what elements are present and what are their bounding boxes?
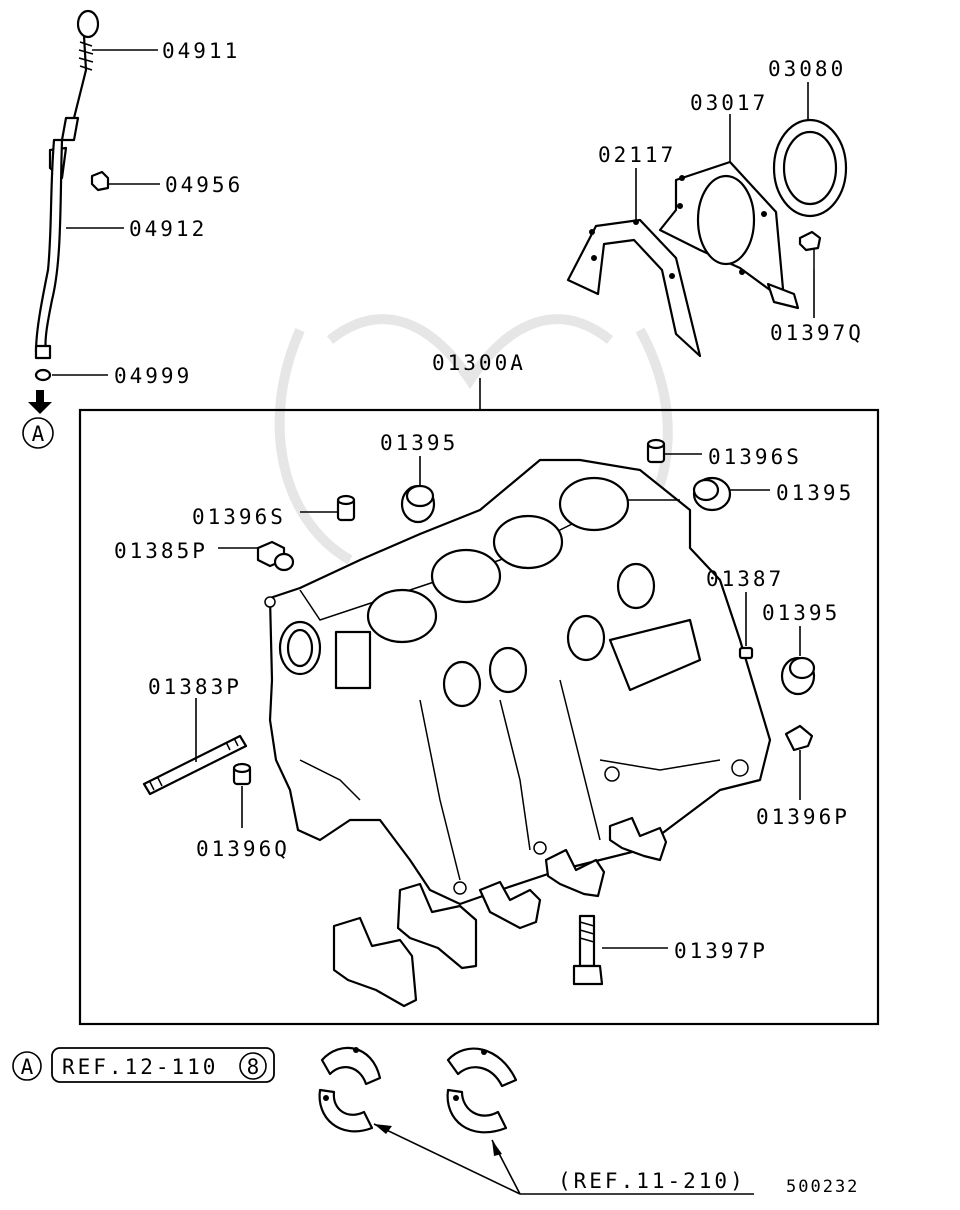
svg-text:(REF.11-210): (REF.11-210) bbox=[558, 1169, 746, 1193]
callout-01385P: 01385P bbox=[114, 539, 258, 563]
svg-text:02117: 02117 bbox=[598, 143, 676, 167]
oil-plug-01385P bbox=[256, 540, 295, 572]
svg-text:01396S: 01396S bbox=[192, 505, 286, 529]
svg-text:01395: 01395 bbox=[380, 431, 458, 455]
svg-text:01396Q: 01396Q bbox=[196, 837, 290, 861]
main-bearing-shell-left bbox=[318, 1046, 382, 1133]
rear-oil-seal-case bbox=[566, 118, 848, 358]
callout-01387: 01387 bbox=[706, 567, 784, 646]
svg-text:04956: 04956 bbox=[165, 173, 243, 197]
callout-01396S-b: 01396S bbox=[664, 445, 802, 469]
expansion-plug-01395-a bbox=[400, 484, 436, 524]
callout-04912: 04912 bbox=[66, 217, 207, 241]
pin-01387 bbox=[738, 646, 754, 660]
callout-01300A: 01300A bbox=[432, 351, 526, 410]
callout-03080: 03080 bbox=[768, 57, 846, 120]
cylinder-block bbox=[264, 458, 772, 906]
svg-text:01395: 01395 bbox=[762, 601, 840, 625]
svg-text:A: A bbox=[21, 1055, 34, 1079]
svg-text:01396S: 01396S bbox=[708, 445, 802, 469]
dowel-pin-01396S-a bbox=[336, 494, 356, 522]
callout-01395-b: 01395 bbox=[730, 481, 854, 505]
svg-text:04911: 04911 bbox=[162, 39, 240, 63]
main-bearing-caps bbox=[332, 816, 668, 1008]
callout-01396S-a: 01396S bbox=[192, 505, 338, 529]
callout-04999: 04999 bbox=[52, 364, 192, 388]
svg-text:01395: 01395 bbox=[776, 481, 854, 505]
svg-text:01397Q: 01397Q bbox=[770, 321, 864, 345]
svg-text:01300A: 01300A bbox=[432, 351, 526, 375]
svg-text:03080: 03080 bbox=[768, 57, 846, 81]
svg-text:01397P: 01397P bbox=[674, 939, 768, 963]
dowel-pin-01396Q bbox=[232, 762, 252, 786]
callout-01395-a: 01395 bbox=[380, 431, 458, 486]
callout-01396P: 01396P bbox=[756, 750, 850, 829]
bearing-cap-bolt-01397P bbox=[572, 914, 604, 986]
callout-04956: 04956 bbox=[108, 173, 243, 197]
callout-03017: 03017 bbox=[690, 91, 768, 162]
svg-text:500232: 500232 bbox=[786, 1177, 859, 1197]
svg-text:04999: 04999 bbox=[114, 364, 192, 388]
callout-04911: 04911 bbox=[92, 39, 240, 63]
dipstick-assembly bbox=[34, 9, 110, 382]
callout-01397P: 01397P bbox=[602, 939, 768, 963]
diagram-id: 500232 bbox=[786, 1177, 859, 1197]
svg-text:01396P: 01396P bbox=[756, 805, 850, 829]
svg-text:8: 8 bbox=[247, 1055, 260, 1079]
ref-a-marker-top: A bbox=[22, 417, 54, 449]
ref-12-110-box: REF.12-110 8 bbox=[51, 1047, 275, 1083]
callout-02117: 02117 bbox=[598, 143, 676, 220]
main-bearing-shell-right bbox=[446, 1047, 518, 1134]
stud-bolt-01383P bbox=[142, 734, 248, 796]
svg-text:01387: 01387 bbox=[706, 567, 784, 591]
dowel-pin-01396P bbox=[784, 724, 814, 752]
svg-text:01383P: 01383P bbox=[148, 675, 242, 699]
ref-11-210-label: (REF.11-210) bbox=[558, 1169, 746, 1193]
ref-11-210-leaders bbox=[373, 1123, 754, 1195]
cylinder-block-frame bbox=[78, 408, 880, 1026]
svg-text:01385P: 01385P bbox=[114, 539, 208, 563]
callout-01383P: 01383P bbox=[148, 675, 242, 762]
svg-text:03017: 03017 bbox=[690, 91, 768, 115]
svg-text:04912: 04912 bbox=[129, 217, 207, 241]
ref-a-marker-bottom: A bbox=[12, 1051, 42, 1081]
expansion-plug-01395-c bbox=[780, 656, 816, 696]
dowel-pin-01396S-b bbox=[646, 438, 666, 464]
svg-text:REF.12-110: REF.12-110 bbox=[62, 1055, 218, 1079]
svg-text:A: A bbox=[32, 422, 45, 446]
callout-01395-c: 01395 bbox=[762, 601, 840, 656]
callout-01397Q: 01397Q bbox=[770, 270, 864, 345]
callout-01396Q: 01396Q bbox=[196, 786, 290, 861]
arrow-to-ref-a bbox=[28, 390, 52, 414]
expansion-plug-01395-b bbox=[692, 476, 732, 512]
